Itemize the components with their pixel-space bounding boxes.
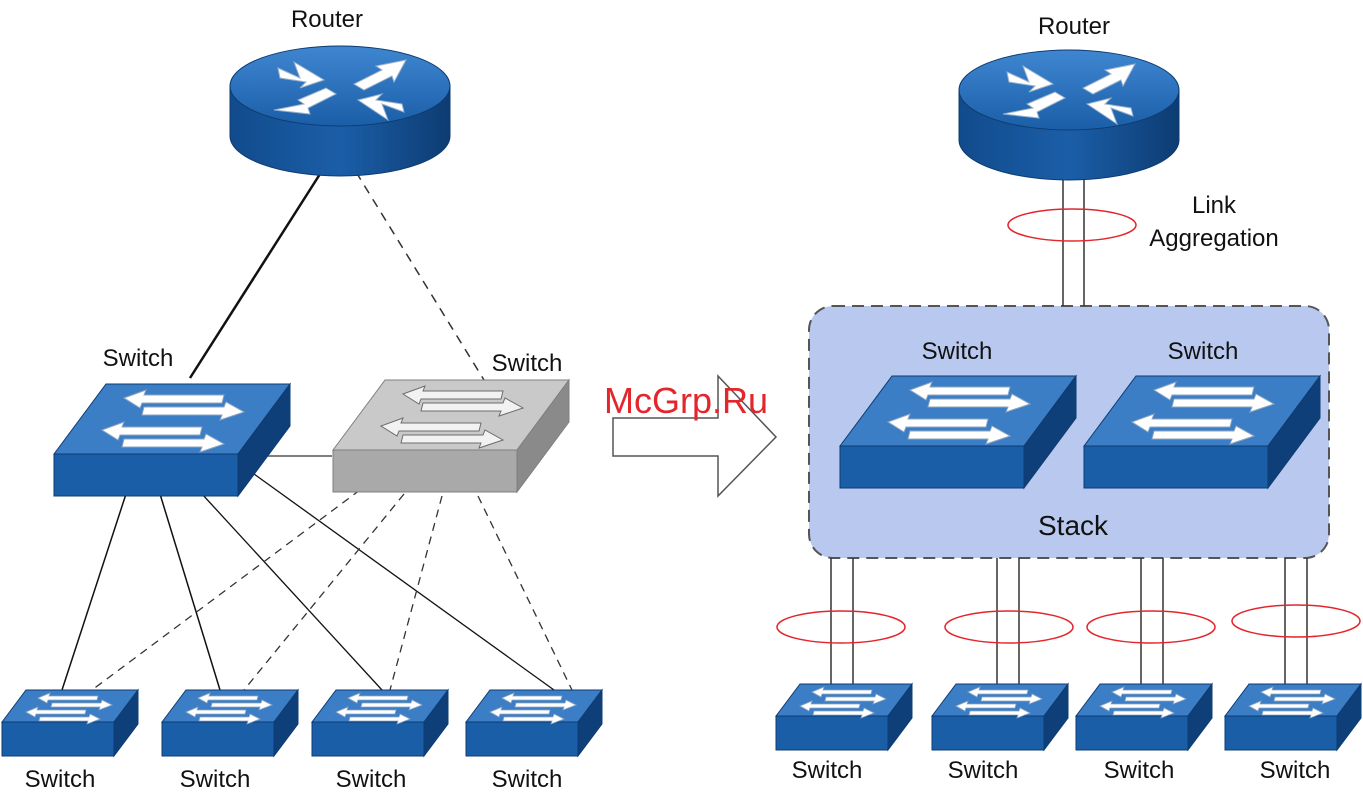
left-router-label: Router <box>291 6 363 33</box>
right-router-label: Router <box>1038 13 1110 40</box>
left-router-icon <box>230 46 450 176</box>
stack-switch-b-label: Switch <box>1168 338 1239 365</box>
left-access-switch-3-label: Switch <box>336 766 407 793</box>
watermark: McGrp.Ru <box>604 380 768 421</box>
link-aggregation-label-line2: Aggregation <box>1149 225 1278 252</box>
left-access-switch-1-label: Switch <box>25 766 96 793</box>
stack-label: Stack <box>1038 510 1109 541</box>
right-access-switch-1-icon <box>776 684 912 750</box>
stack-switch-a-label: Switch <box>922 338 993 365</box>
left-access-switch-4-icon <box>466 690 602 756</box>
right-access-switches: Switch Switch Switch Switch <box>776 684 1361 784</box>
downlink-lags <box>777 558 1360 688</box>
right-access-switch-4-icon <box>1225 684 1361 750</box>
left-access-switch-1-icon <box>2 690 138 756</box>
right-access-switch-4-label: Switch <box>1260 757 1331 784</box>
left-access-switches: Switch Switch Switch Switch <box>2 690 602 793</box>
left-access-switch-2-label: Switch <box>180 766 251 793</box>
uplink-lag <box>1008 166 1136 306</box>
right-access-switch-2-label: Switch <box>948 757 1019 784</box>
left-access-switch-3-icon <box>312 690 448 756</box>
right-router-icon <box>959 50 1179 180</box>
right-access-switch-3-icon <box>1076 684 1212 750</box>
left-access-switch-4-label: Switch <box>492 766 563 793</box>
right-access-switch-3-label: Switch <box>1104 757 1175 784</box>
left-core-switch-a-label: Switch <box>103 345 174 372</box>
left-core-switch-b-icon <box>333 380 569 492</box>
right-access-switch-2-icon <box>932 684 1068 750</box>
link-aggregation-ring <box>1008 209 1136 241</box>
right-access-switch-1-label: Switch <box>792 757 863 784</box>
left-core-switch-a-icon <box>54 384 290 496</box>
left-core-switch-b-label: Switch <box>492 350 563 377</box>
left-access-switch-2-icon <box>162 690 298 756</box>
link-aggregation-label-line1: Link <box>1192 192 1237 219</box>
